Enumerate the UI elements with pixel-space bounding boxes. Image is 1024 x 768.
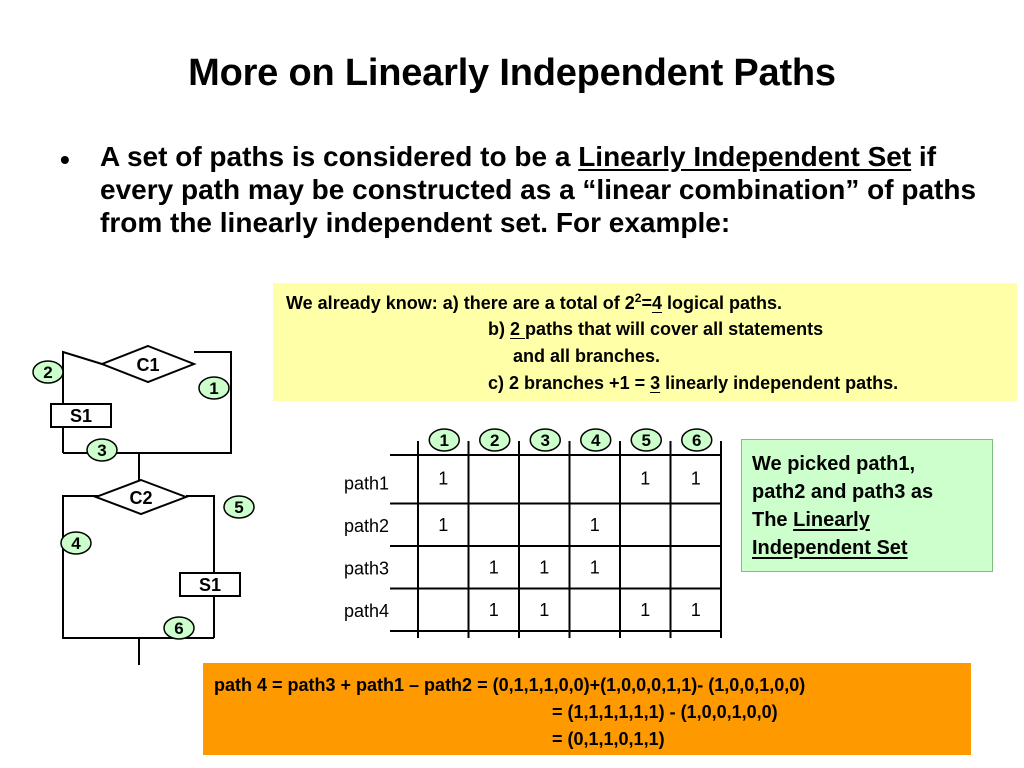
edge-label-4: 4	[71, 534, 81, 553]
table-cell-path3-3: 1	[539, 557, 549, 577]
decision-c1-label: C1	[136, 355, 159, 375]
table-cell-path4-6: 1	[691, 600, 701, 620]
row-label-path1: path1	[344, 473, 389, 493]
row-label-path2: path2	[344, 516, 389, 536]
edge-label-1: 1	[209, 379, 218, 398]
table-cell-path2-4: 1	[590, 515, 600, 535]
row-label-path3: path3	[344, 558, 389, 578]
statement-s1-bottom-box	[179, 572, 241, 597]
column-header-3: 3	[541, 431, 550, 450]
decision-c1-shape	[99, 344, 197, 384]
equation-line-3: = (0,1,1,0,1,1)	[552, 729, 665, 749]
picked-line-2: path2 and path3 as	[752, 481, 934, 503]
equation-line-1: path 4 = path3 + path1 – path2 = (0,1,1,…	[214, 675, 806, 695]
column-header-circle-4	[580, 428, 612, 452]
picked-line-3: The Linearly	[752, 509, 870, 531]
table-cell-path4-3: 1	[539, 600, 549, 620]
edge-circle-3	[86, 438, 118, 462]
edge-circle-2	[32, 360, 64, 384]
bullet-text: A set of paths is considered to be a Lin…	[100, 140, 980, 239]
decision-c2-label: C2	[129, 488, 152, 508]
path-edge-table: 1 2 3 4 5 6 path1 1 1 1 path2 1 1 path3 1 1 1 path4 1 1 1 1	[344, 428, 722, 638]
edge-circle-5	[223, 495, 255, 519]
slide-title: More on Linearly Independent Paths	[188, 52, 836, 94]
column-header-circle-3	[529, 428, 561, 452]
picked-line-1: We picked path1,	[752, 453, 916, 475]
column-header-circle-1	[428, 428, 460, 452]
edge-circle-4	[60, 531, 92, 555]
picked-line-4: Independent Set	[752, 537, 908, 559]
known-line-a: We already know: a) there are a total of…	[286, 291, 783, 313]
table-cell-path4-5: 1	[640, 600, 650, 620]
control-flow-graph: C1 C2 S1 S1 2 1 3 5 4 6	[32, 344, 255, 665]
column-header-circle-2	[479, 428, 511, 452]
edge-label-3: 3	[97, 441, 106, 460]
table-cell-path1-1: 1	[438, 468, 448, 488]
column-header-6: 6	[692, 431, 701, 450]
known-facts-box: We already know: a) there are a total of…	[273, 283, 1017, 401]
bullet-marker: •	[60, 144, 70, 175]
known-line-b: b) 2 paths that will cover all statement…	[488, 319, 824, 339]
decision-c2-shape	[93, 478, 189, 516]
edge-label-2: 2	[43, 363, 52, 382]
table-cell-path4-2: 1	[489, 600, 499, 620]
picked-set-box: We picked path1, path2 and path3 as The …	[741, 439, 993, 572]
column-header-circle-6	[681, 428, 713, 452]
edge-label-6: 6	[174, 619, 183, 638]
edge-circle-1	[198, 376, 230, 400]
edge-label-5: 5	[234, 498, 243, 517]
table-cell-path2-1: 1	[438, 515, 448, 535]
bullet-pre: A set of paths is considered to be a	[100, 141, 579, 172]
bullet-term: Linearly Independent Set	[578, 141, 912, 172]
table-cell-path1-6: 1	[691, 468, 701, 488]
equation-line-2: = (1,1,1,1,1,1) - (1,0,0,1,0,0)	[552, 702, 778, 722]
column-header-4: 4	[591, 431, 601, 450]
row-label-path4: path4	[344, 601, 389, 621]
bullet-post: if every path may be constructed as a “l…	[100, 141, 977, 238]
path4-equation-box: path 4 = path3 + path1 – path2 = (0,1,1,…	[203, 663, 971, 755]
known-line-c: c) 2 branches +1 = 3 linearly independen…	[488, 373, 899, 393]
column-header-circle-5	[630, 428, 662, 452]
statement-s1-bottom-label: S1	[199, 575, 221, 595]
column-header-5: 5	[642, 431, 651, 450]
column-header-1: 1	[440, 431, 449, 450]
statement-s1-top-box	[50, 403, 112, 428]
table-cell-path3-2: 1	[489, 557, 499, 577]
table-cell-path3-4: 1	[590, 557, 600, 577]
known-line-b2: and all branches.	[513, 346, 661, 366]
table-cell-path1-5: 1	[640, 468, 650, 488]
statement-s1-top-label: S1	[70, 406, 92, 426]
edge-circle-6	[163, 616, 195, 640]
column-header-2: 2	[490, 431, 499, 450]
